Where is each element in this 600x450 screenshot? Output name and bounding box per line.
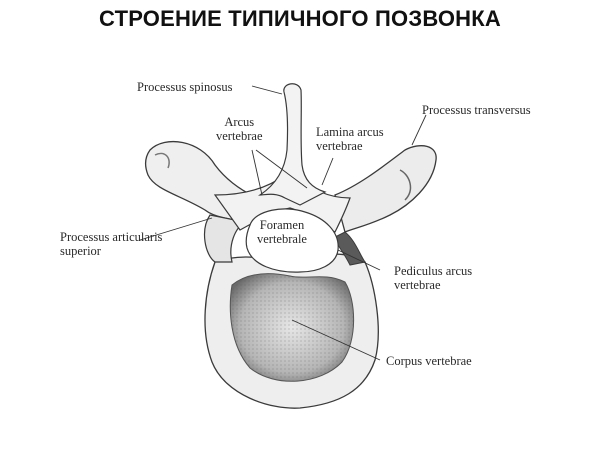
label-processus-articularis-superior: Processus articularis superior — [60, 230, 163, 258]
label-corpus-vertebrae: Corpus vertebrae — [386, 354, 472, 368]
processus-transversus-right — [332, 145, 437, 266]
leader-lines — [139, 85, 427, 361]
label-processus-transversus: Processus transversus — [422, 103, 531, 117]
corpus-vertebrae-shape — [204, 253, 379, 409]
label-arcus-vertebrae: Arcus vertebrae — [216, 115, 263, 143]
label-processus-spinosus: Processus spinosus — [137, 80, 233, 94]
label-lamina-arcus-vertebrae: Lamina arcus vertebrae — [316, 125, 384, 153]
foramen-vertebrale-shape — [245, 208, 339, 273]
page-title: СТРОЕНИЕ ТИПИЧНОГО ПОЗВОНКА — [99, 6, 501, 31]
processus-spinosus-shape — [258, 83, 327, 206]
label-pediculus-arcus-vertebrae: Pediculus arcus vertebrae — [394, 264, 473, 292]
label-foramen-vertebrale: Foramen vertebrale — [257, 218, 307, 246]
